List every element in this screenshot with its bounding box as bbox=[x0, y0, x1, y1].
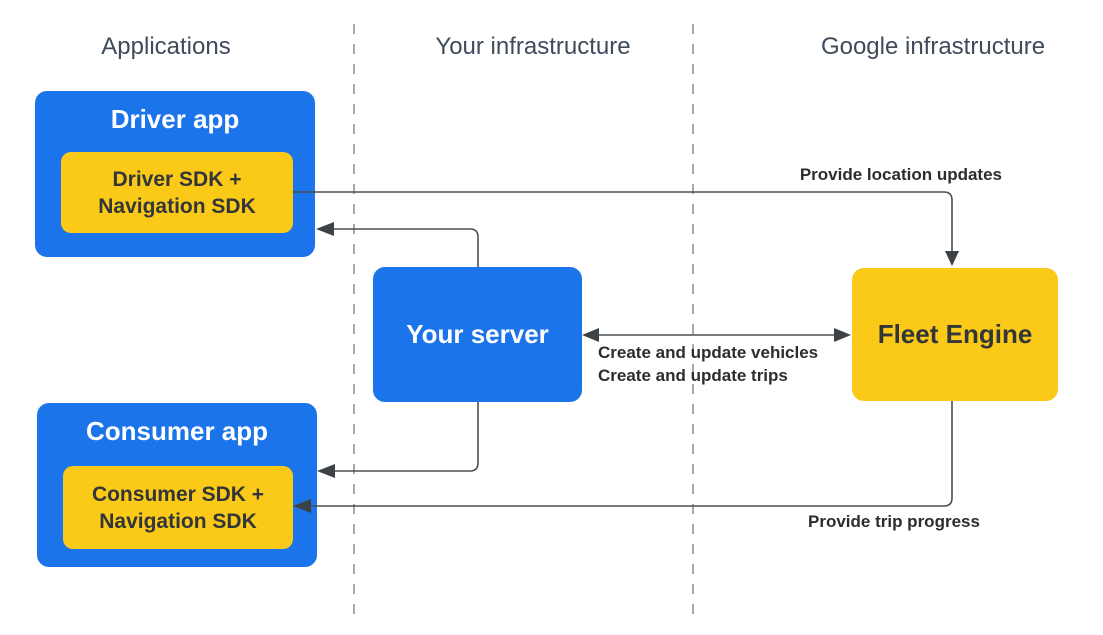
edge-server-to-consumer-app-line bbox=[335, 402, 479, 472]
label-provide-trip-progress: Provide trip progress bbox=[808, 512, 980, 531]
label-provide-location-updates: Provide location updates bbox=[799, 165, 1002, 184]
edge-server-fleet-right-arrowhead-icon bbox=[834, 328, 851, 342]
consumer-sdk-label-line1: Consumer SDK + bbox=[91, 482, 265, 506]
edge-server-to-consumer-app-arrowhead-icon bbox=[317, 464, 335, 478]
edge-server-fleet-left-arrowhead-icon bbox=[582, 328, 599, 342]
driver-app-node: Driver app Driver SDK + Navigation SDK bbox=[35, 91, 315, 257]
driver-app-title: Driver app bbox=[110, 104, 240, 134]
driver-sdk-label-line1: Driver SDK + bbox=[112, 167, 242, 191]
label-create-update-trips: Create and update trips bbox=[598, 366, 788, 385]
edge-provide-location-updates-arrowhead-icon bbox=[945, 251, 959, 266]
edge-server-to-driver-app-arrowhead-icon bbox=[316, 222, 334, 236]
column-header-your-infrastructure: Your infrastructure bbox=[435, 33, 631, 60]
driver-sdk-node: Driver SDK + Navigation SDK bbox=[61, 152, 293, 233]
edge-provide-location-updates-line bbox=[293, 191, 953, 251]
label-create-and-update: Create and update vehicles Create and up… bbox=[598, 341, 818, 387]
column-header-applications: Applications bbox=[101, 33, 231, 60]
consumer-app-title: Consumer app bbox=[85, 416, 269, 446]
consumer-sdk-label-line2: Navigation SDK bbox=[99, 509, 257, 533]
edge-provide-trip-progress-line bbox=[311, 401, 953, 507]
consumer-app-node: Consumer app Consumer SDK + Navigation S… bbox=[37, 403, 317, 567]
your-server-node: Your server bbox=[373, 267, 582, 402]
consumer-sdk-node: Consumer SDK + Navigation SDK bbox=[63, 466, 293, 549]
label-create-update-vehicles: Create and update vehicles bbox=[598, 343, 819, 362]
edge-server-to-driver-app-line bbox=[334, 228, 479, 267]
driver-sdk-label-line2: Navigation SDK bbox=[98, 194, 256, 218]
fleet-engine-node: Fleet Engine bbox=[852, 268, 1058, 401]
column-header-google-infrastructure: Google infrastructure bbox=[820, 33, 1046, 60]
